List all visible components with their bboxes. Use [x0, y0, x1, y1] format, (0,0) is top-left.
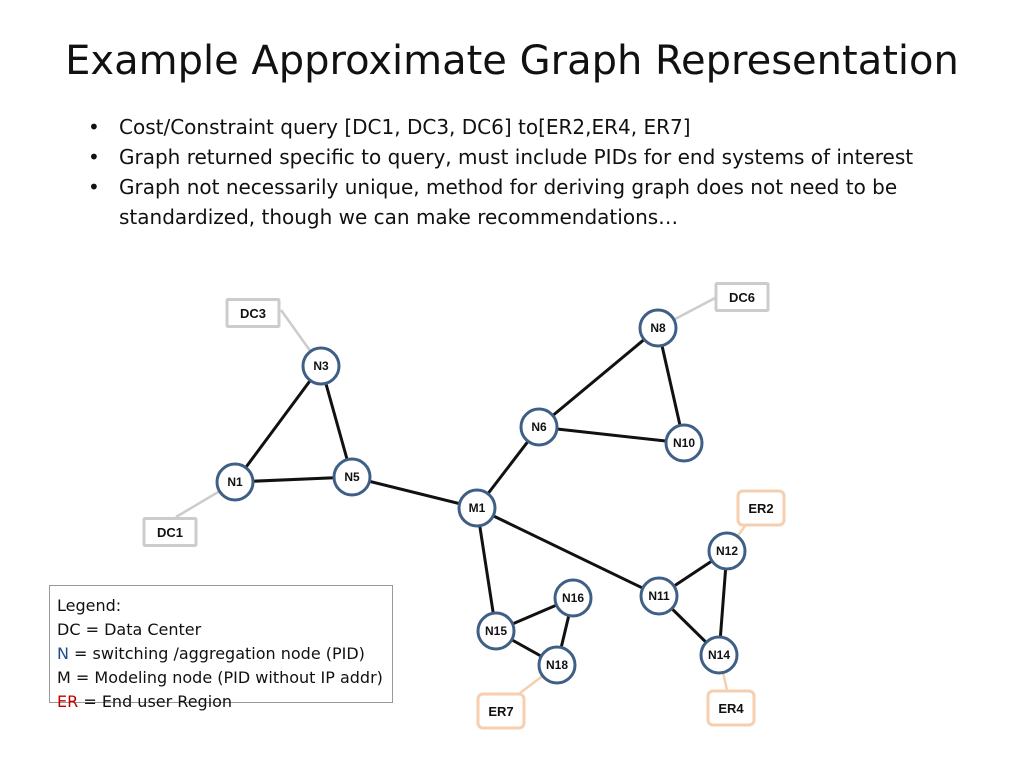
edge-m1-n11: [476, 506, 660, 598]
node-n18: N18: [537, 645, 577, 685]
bullet-item: Cost/Constraint query [DC1, DC3, DC6] to…: [86, 112, 966, 142]
node-circle: [537, 645, 577, 685]
node-label: N16: [562, 591, 584, 605]
endpoint-er2: ER2: [736, 489, 786, 527]
node-circle: [638, 308, 678, 348]
node-circle: [476, 611, 516, 651]
node-label: N11: [648, 589, 670, 603]
node-circle: [301, 346, 341, 386]
edge-m1-n15: [475, 507, 498, 632]
endpoint-dc1: DC1: [142, 517, 198, 547]
endpoint-box: [142, 517, 198, 547]
legend-box: Legend: DC = Data Center N = switching /…: [49, 585, 393, 711]
legend-n: N = switching /aggregation node (PID): [57, 642, 392, 666]
edge-n1-n3: [233, 365, 323, 483]
legend-er: ER = End user Region: [57, 690, 392, 714]
node-circle: [553, 578, 593, 618]
node-label: N12: [716, 544, 738, 558]
node-label: N1: [227, 475, 243, 489]
node-n16: N16: [553, 578, 593, 618]
legend-m: M = Modeling node (PID without IP addr): [57, 668, 383, 687]
legend-n-key: N: [57, 644, 69, 663]
node-n3: N3: [301, 346, 341, 386]
legend-n-text: = switching /aggregation node (PID): [68, 644, 365, 663]
legend-er-key: ER: [57, 692, 79, 711]
node-n5: N5: [332, 457, 372, 497]
legend-er-text: = End user Region: [78, 692, 233, 711]
endpoint-dc3: DC3: [225, 298, 281, 328]
node-circle: [332, 457, 372, 497]
node-n10: N10: [664, 423, 704, 463]
endpoint-er4: ER4: [706, 689, 756, 727]
bullet-item: Graph returned specific to query, must i…: [86, 142, 966, 172]
endpoint-label: ER2: [748, 501, 773, 516]
node-n11: N11: [639, 576, 679, 616]
node-label: N8: [650, 321, 666, 335]
node-circle: [519, 407, 559, 447]
node-n12: N12: [707, 531, 747, 571]
node-m1: M1: [457, 488, 497, 528]
endpoint-label: DC1: [157, 525, 183, 540]
edge-n1-n5: [234, 475, 353, 484]
node-circle: [664, 423, 704, 463]
node-circle: [215, 462, 255, 502]
slide-title: Example Approximate Graph Representation: [65, 38, 959, 84]
node-label: N3: [313, 359, 329, 373]
endpoint-box: [476, 692, 526, 730]
node-circle: [699, 635, 739, 675]
node-n1: N1: [215, 462, 255, 502]
endpoint-er7: ER7: [476, 692, 526, 730]
endpoint-box: [736, 489, 786, 527]
node-label: N14: [708, 648, 730, 662]
node-label: M1: [469, 501, 486, 515]
node-circle: [457, 488, 497, 528]
endpoint-label: ER4: [718, 701, 744, 716]
node-n8: N8: [638, 308, 678, 348]
edge-n6-n10: [538, 425, 685, 445]
node-label: N18: [546, 658, 568, 672]
bullet-item: Graph not necessarily unique, method for…: [86, 172, 966, 232]
bullet-list: Cost/Constraint query [DC1, DC3, DC6] to…: [86, 112, 966, 232]
node-label: N5: [344, 470, 360, 484]
endpoint-dc6: DC6: [714, 282, 770, 312]
node-circle: [707, 531, 747, 571]
node-label: N15: [485, 624, 507, 638]
edge-n8-n10: [656, 327, 686, 444]
node-n6: N6: [519, 407, 559, 447]
legend-heading: Legend:: [57, 596, 122, 615]
edge-n5-m1: [351, 475, 478, 510]
node-n14: N14: [699, 635, 739, 675]
endpoint-label: DC3: [240, 306, 266, 321]
node-n15: N15: [476, 611, 516, 651]
endpoint-box: [714, 282, 770, 312]
node-circle: [639, 576, 679, 616]
node-label: N6: [531, 420, 547, 434]
node-label: N10: [673, 436, 695, 450]
endpoint-label: ER7: [488, 704, 513, 719]
legend-dc: DC = Data Center: [57, 620, 202, 639]
edge-n6-n8: [538, 326, 659, 429]
endpoint-box: [706, 689, 756, 727]
endpoint-box: [225, 298, 281, 328]
endpoint-label: DC6: [729, 290, 755, 305]
